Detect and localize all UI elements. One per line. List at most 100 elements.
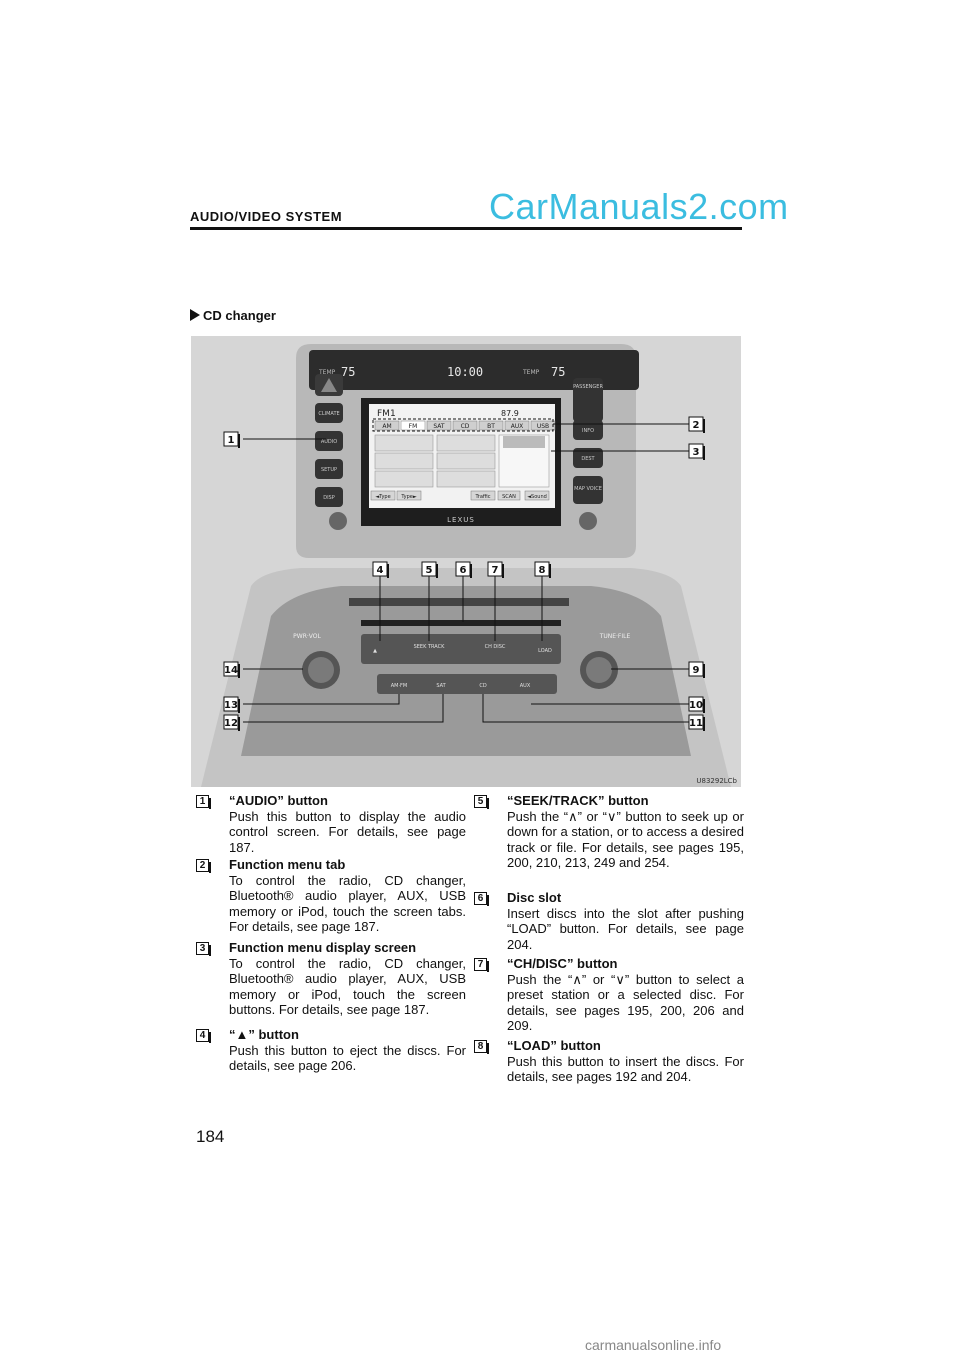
svg-text:CD: CD [479,683,486,689]
screen-tab-label: AM [382,423,391,430]
soft-key[interactable] [497,490,521,501]
item-body: Push the “∧” or “∨” button to seek up or… [507,808,745,871]
item-title: “CH/DISC” button [507,956,618,971]
audio-panel-figure: 75 10:00 75 TEMP TEMP CLIMATE AUDIO SETU… [191,336,741,787]
item-title: Disc slot [507,890,562,905]
temp-right-label: 75 [551,365,565,379]
callout-number: 13 [224,700,238,711]
soft-key-label: Traffic [474,494,490,500]
audio-panel-illustration: 75 10:00 75 TEMP TEMP CLIMATE AUDIO SETU… [191,336,741,787]
brand-label: LEXUS [447,516,475,524]
svg-text:TUNE·FILE: TUNE·FILE [599,633,631,640]
item-title: “AUDIO” button [229,793,328,808]
svg-text:MAP VOICE: MAP VOICE [574,486,602,492]
callout-shadow [703,699,705,713]
soft-key[interactable] [396,490,422,501]
soft-key-label: ◄Type [375,494,390,500]
screen-tab-label: BT [487,423,495,430]
callout-shadow [238,699,240,713]
soft-key[interactable] [470,490,496,501]
svg-text:PASSENGER: PASSENGER [573,384,603,390]
item-1: 1 “AUDIO” button Push this button to dis… [196,793,466,855]
screen-tab-cd[interactable] [452,420,478,431]
svg-text:INFO: INFO [582,428,594,434]
item-number: 5 [474,795,489,809]
figure-code: U83292LCb [696,777,737,785]
callout-number: 4 [377,565,384,576]
item-6: 6 Disc slot Insert discs into the slot a… [474,890,744,952]
item-body: To control the radio, CD changer, Blueto… [229,955,466,1018]
item-body: To control the radio, CD changer, Blueto… [229,872,466,935]
item-5: 5 “SEEK/TRACK” button Push the “∧” or “∨… [474,793,744,871]
callout-shadow [470,564,472,578]
item-title: Function menu tab [229,857,346,872]
item-title: Function menu display screen [229,940,417,955]
soft-key-label: Type► [400,494,416,500]
item-4: 4 “▲” button Push this button to eject t… [196,1027,466,1074]
callout-number: 11 [689,718,703,729]
callout-shadow [238,717,240,731]
callout-number: 12 [224,718,238,729]
screen-tab-fm[interactable] [400,420,426,431]
item-number: 4 [196,1029,211,1043]
callout-shadow [703,717,705,731]
svg-text:▲: ▲ [373,648,377,654]
callout-shadow [502,564,504,578]
item-number: 1 [196,795,211,809]
callout-number: 1 [228,435,235,446]
subsection-title: CD changer [203,308,276,323]
clock-label: 10:00 [447,365,483,379]
svg-text:AM·FM: AM·FM [391,683,408,689]
item-number: 3 [196,942,211,956]
screen-tab-aux[interactable] [504,420,530,431]
callout-shadow [703,419,705,433]
screen-tab-usb[interactable] [530,420,556,431]
callout-number: 6 [460,565,467,576]
soft-key[interactable] [370,490,396,501]
item-number: 8 [474,1040,489,1054]
callout-shadow [238,434,240,448]
freq-label: 87.9 [501,409,519,418]
item-number: 7 [474,958,489,972]
soft-key[interactable] [524,490,550,501]
callout-shadow [238,664,240,678]
item-title: “LOAD” button [507,1038,601,1053]
setup-button-label: SETUP [321,467,337,473]
temp-left-label: 75 [341,365,355,379]
audio-button-label: AUDIO [321,439,337,445]
item-7: 7 “CH/DISC” button Push the “∧” or “∨” b… [474,956,744,1034]
page-number: 184 [196,1127,225,1146]
svg-text:LOAD: LOAD [538,648,552,654]
svg-text:DEST: DEST [581,456,595,462]
item-2: 2 Function menu tab To control the radio… [196,857,466,935]
callout-number: 14 [224,665,238,676]
screen-tab-label: CD [461,423,470,430]
screen-tab-label: USB [537,423,549,430]
item-body: Push this button to display the audio co… [229,808,466,855]
screen-tab-am[interactable] [374,420,400,431]
callout-number: 9 [693,665,700,676]
svg-text:SAT: SAT [436,683,446,689]
callout-number: 10 [689,700,703,711]
item-body: Push this button to eject the discs. For… [229,1042,466,1074]
svg-text:SEEK TRACK: SEEK TRACK [414,644,446,650]
triangle-bullet-icon [190,309,200,321]
callout-shadow [387,564,389,578]
screen-tab-bt[interactable] [478,420,504,431]
section-title: AUDIO/VIDEO SYSTEM [190,209,343,224]
item-8: 8 “LOAD” button Push this button to inse… [474,1038,744,1085]
header-divider [190,227,742,230]
svg-text:AUX: AUX [520,683,531,689]
watermark-logo: CarManuals2.com [489,186,789,227]
item-number: 6 [474,892,489,906]
callout-shadow [549,564,551,578]
soft-key-label: ◄Sound [527,494,547,500]
screen-tab-sat[interactable] [426,420,452,431]
soft-key-label: SCAN [502,494,516,500]
callout-number: 8 [539,565,546,576]
item-3: 3 Function menu display screen To contro… [196,940,466,1018]
callout-shadow [436,564,438,578]
svg-text:TEMP: TEMP [522,369,540,376]
item-body: Push this button to insert the discs. Fo… [507,1053,744,1085]
screen-tab-label: AUX [511,423,524,430]
